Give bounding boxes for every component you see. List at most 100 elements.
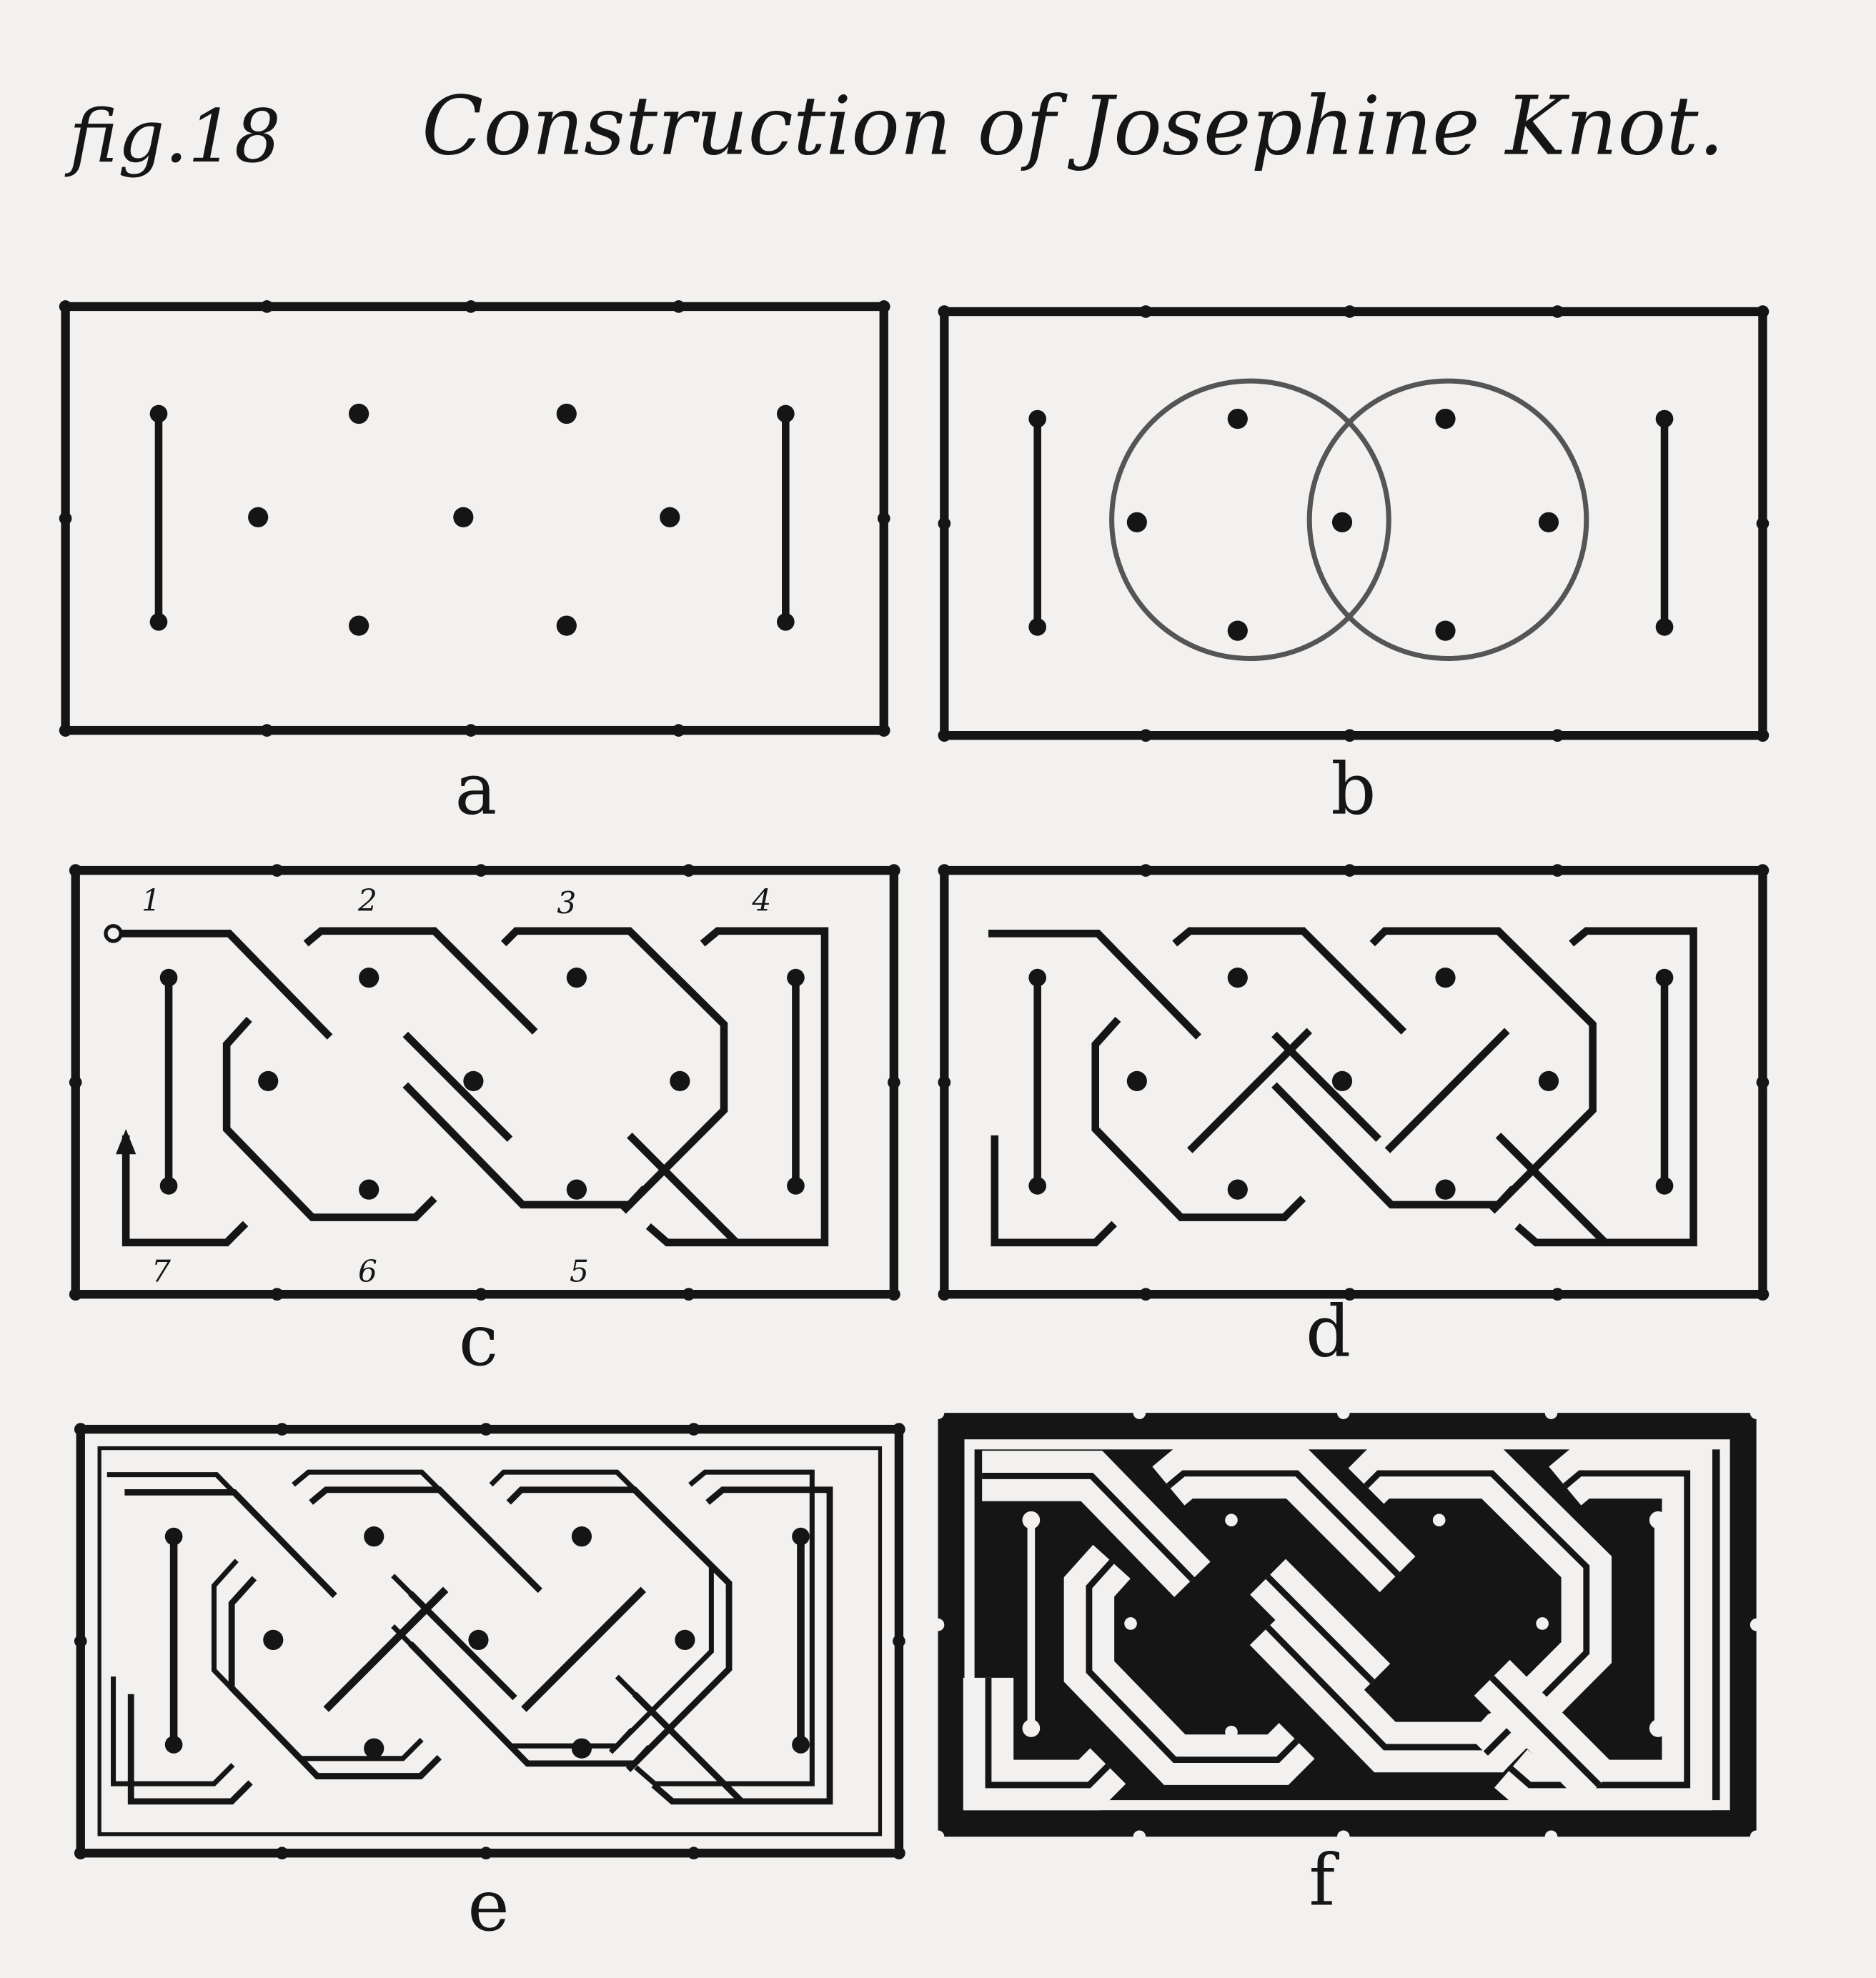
border-dot: [1139, 864, 1152, 877]
knot-strand: [1172, 927, 1407, 1035]
border-dot: [1336, 1406, 1350, 1419]
grid-dot: [571, 1526, 592, 1547]
knot-strand: [991, 1135, 1117, 1247]
border-dot: [682, 864, 695, 877]
pencil-circle-left: [1109, 378, 1391, 662]
grid-dot: [566, 1179, 587, 1200]
border-dot: [682, 1288, 695, 1301]
grid-dot: [349, 403, 369, 424]
corner-dot: [931, 1406, 945, 1419]
bar-end-dot: [1655, 618, 1674, 636]
grid-dot: [1435, 1179, 1456, 1200]
grid-dot: [463, 1070, 484, 1091]
corner-dot: [893, 1847, 905, 1860]
grid-dot: [1126, 512, 1147, 532]
grid-dot: [1227, 620, 1248, 641]
step-number-6: 6: [358, 1254, 377, 1289]
knot-outline: [634, 1469, 815, 1786]
panel-label-b: b: [1331, 749, 1376, 831]
knot-crossing: [521, 1586, 646, 1712]
knot-outline: [111, 1676, 235, 1786]
grid-dot: [571, 1738, 592, 1759]
start-point-icon: [104, 924, 123, 943]
grid-dot: [263, 1629, 284, 1651]
grid-dot: [364, 1738, 384, 1759]
knot-strand: [1495, 1133, 1608, 1246]
inner-border: [97, 1446, 883, 1837]
border-dot: [475, 1288, 487, 1301]
border-dot: [888, 1075, 900, 1089]
grid-dot: [359, 967, 379, 988]
figure-title: Construction of Josephine Knot.: [422, 79, 1724, 173]
bar-end-dot: [164, 1527, 183, 1546]
corner-dot: [1756, 305, 1770, 318]
bar-end-dot: [159, 968, 178, 987]
border-dot: [1343, 1288, 1356, 1301]
bar-end-dot: [1649, 1511, 1667, 1529]
corner-dot: [877, 300, 890, 313]
grid-dot: [349, 615, 369, 636]
border-dot: [465, 724, 477, 737]
bar-end-dot: [787, 1177, 805, 1195]
bar-end-dot: [1655, 1177, 1674, 1195]
panel-label-c: c: [459, 1300, 498, 1382]
knot-panels: [59, 300, 1770, 1860]
grid-dot: [1126, 1070, 1147, 1091]
grid-dot: [453, 507, 474, 527]
bar-end-dot: [1028, 968, 1047, 987]
corner-dot: [1756, 729, 1770, 742]
knot-band-centerline: [1166, 1470, 1400, 1577]
panel-label-e: e: [467, 1865, 509, 1947]
corner-dot: [59, 724, 72, 737]
grid-dot: [1331, 512, 1353, 532]
knot-centerline: [127, 1694, 253, 1805]
corner-dot: [69, 1288, 82, 1301]
grid-dot: [1227, 967, 1248, 988]
border-dot: [1343, 305, 1356, 318]
border-dot: [877, 512, 890, 525]
arrow-head-icon: [116, 1128, 137, 1155]
knot-strand: [627, 1133, 740, 1246]
border-dot: [1750, 1618, 1763, 1631]
border-dot: [270, 864, 284, 877]
border-dot: [687, 1847, 700, 1860]
corner-dot: [1750, 1406, 1763, 1419]
grid-dot: [1227, 408, 1248, 429]
border-dot: [1139, 1288, 1152, 1301]
knot-centerline: [506, 1486, 733, 1772]
step-number-1: 1: [142, 883, 161, 918]
border-dot: [275, 1847, 289, 1860]
border-dot: [687, 1423, 700, 1436]
step-number-3: 3: [557, 885, 576, 920]
bar-end-dot: [1028, 1177, 1047, 1195]
grid-dot: [1329, 1617, 1343, 1630]
border-dot: [931, 1618, 945, 1631]
border-dot: [69, 1075, 82, 1089]
panel-label-a: a: [455, 749, 497, 831]
grid-dot: [1225, 1514, 1238, 1527]
corner-dot: [938, 864, 951, 877]
knot-strand: [222, 1016, 437, 1221]
border-dot: [1756, 1075, 1770, 1089]
panel-b: [938, 305, 1770, 742]
grid-dot: [1124, 1617, 1137, 1630]
corner-dot: [893, 1423, 905, 1436]
border-dot: [1336, 1830, 1350, 1844]
grid-dot: [1536, 1617, 1549, 1630]
grid-dot: [1331, 1070, 1353, 1091]
corner-dot: [931, 1830, 945, 1844]
bar-end-dot: [1028, 409, 1047, 428]
knot-crossing: [1187, 1028, 1312, 1153]
knot-band-centerline: [1489, 1675, 1602, 1788]
panel-d: [938, 864, 1770, 1301]
grid-dot: [1538, 512, 1559, 532]
border-dot: [59, 512, 72, 525]
knot-strand: [1091, 1016, 1306, 1221]
bar-end-dot: [1655, 968, 1674, 987]
grid-dot: [359, 1179, 379, 1200]
border-dot: [74, 1634, 87, 1648]
bar-end-dot: [776, 612, 795, 631]
border-dot: [1133, 1830, 1146, 1844]
knot-strand: [1514, 927, 1697, 1247]
